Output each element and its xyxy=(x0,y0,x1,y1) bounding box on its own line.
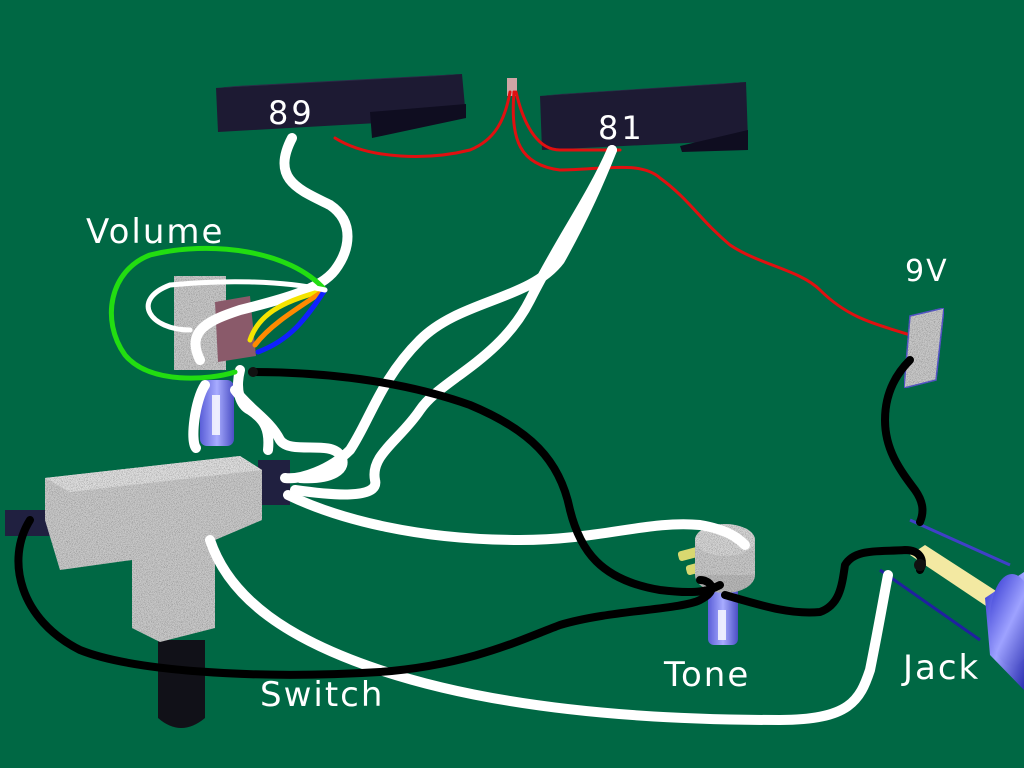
battery-label: 9V xyxy=(905,254,949,289)
neck-pickup-label: 89 xyxy=(268,94,315,132)
pickup-switch xyxy=(5,456,290,728)
tone-label: Tone xyxy=(664,655,751,695)
volume-pot xyxy=(174,276,256,446)
ground-wires xyxy=(14,356,927,679)
jack-label: Jack xyxy=(903,648,981,688)
pickup-connector xyxy=(507,78,517,96)
pickup-lead-wires xyxy=(108,245,328,381)
switch-label: Switch xyxy=(260,675,385,715)
volume-label: Volume xyxy=(86,212,225,252)
neck-pickup xyxy=(216,74,466,138)
bridge-pickup-label: 81 xyxy=(598,109,645,147)
output-jack xyxy=(879,518,1024,690)
bridge-pickup xyxy=(540,82,748,152)
battery-9v xyxy=(903,307,945,389)
solder-points xyxy=(248,367,926,571)
